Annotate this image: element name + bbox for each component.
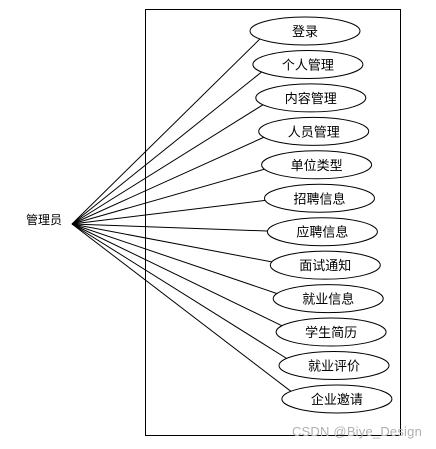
use-case[interactable]: 人员管理 bbox=[258, 116, 370, 146]
use-case-label: 人员管理 bbox=[288, 125, 340, 140]
use-case[interactable]: 学生简历 bbox=[275, 317, 387, 347]
use-case-ellipse bbox=[261, 150, 373, 180]
watermark: CSDN @Biye_Design bbox=[291, 424, 422, 439]
association-line bbox=[71, 223, 289, 330]
association-line bbox=[71, 133, 272, 225]
use-case[interactable]: 单位类型 bbox=[261, 150, 373, 180]
use-case-ellipse bbox=[252, 49, 364, 79]
association-line bbox=[71, 166, 274, 225]
use-case-label: 就业评价 bbox=[308, 360, 360, 375]
use-case-label: 学生简历 bbox=[305, 325, 357, 341]
use-case-label: 招聘信息 bbox=[293, 191, 345, 207]
use-case[interactable]: 面试通知 bbox=[269, 250, 381, 280]
association-line bbox=[71, 223, 280, 232]
use-case[interactable]: 内容管理 bbox=[255, 83, 367, 113]
use-case-ellipse bbox=[272, 284, 384, 314]
actor-label: 管理员 bbox=[26, 212, 62, 227]
use-case-ellipse bbox=[264, 183, 375, 213]
use-case-ellipse bbox=[269, 250, 381, 280]
use-case-ellipse bbox=[275, 317, 387, 347]
association-line bbox=[71, 223, 286, 297]
system-boundary bbox=[145, 9, 401, 436]
use-case-ellipse bbox=[266, 217, 378, 247]
association-line bbox=[71, 101, 269, 225]
use-case-ellipse bbox=[249, 16, 361, 46]
use-case[interactable]: 登录 bbox=[249, 16, 361, 46]
use-case[interactable]: 就业信息 bbox=[272, 284, 384, 314]
association-lines bbox=[71, 36, 295, 395]
association-line bbox=[71, 68, 266, 225]
use-case[interactable]: 个人管理 bbox=[252, 49, 364, 79]
use-case[interactable]: 就业评价 bbox=[278, 351, 390, 380]
association-line bbox=[71, 223, 292, 362]
use-case-label: 单位类型 bbox=[291, 159, 343, 174]
association-line bbox=[71, 223, 283, 265]
use-case-ellipse bbox=[278, 351, 390, 380]
use-case-label: 内容管理 bbox=[285, 91, 337, 107]
association-line bbox=[71, 36, 263, 225]
association-line bbox=[71, 223, 295, 395]
use-case-ellipse bbox=[255, 83, 367, 113]
use-case[interactable]: 应聘信息 bbox=[266, 217, 378, 247]
use-case-label: 企业邀请 bbox=[311, 392, 363, 408]
use-case-label: 应聘信息 bbox=[296, 225, 348, 241]
use-case[interactable]: 招聘信息 bbox=[264, 183, 375, 213]
association-line bbox=[71, 198, 277, 225]
use-case-label: 登录 bbox=[292, 25, 318, 40]
use-case-ellipse bbox=[258, 116, 370, 146]
use-case-label: 个人管理 bbox=[282, 58, 334, 73]
use-case-ellipse bbox=[281, 384, 393, 414]
use-cases: 登录个人管理内容管理人员管理单位类型招聘信息应聘信息面试通知就业信息学生简历就业… bbox=[249, 16, 393, 414]
use-case[interactable]: 企业邀请 bbox=[281, 384, 393, 414]
use-case-label: 就业信息 bbox=[302, 292, 354, 308]
use-case-label: 面试通知 bbox=[299, 258, 351, 274]
